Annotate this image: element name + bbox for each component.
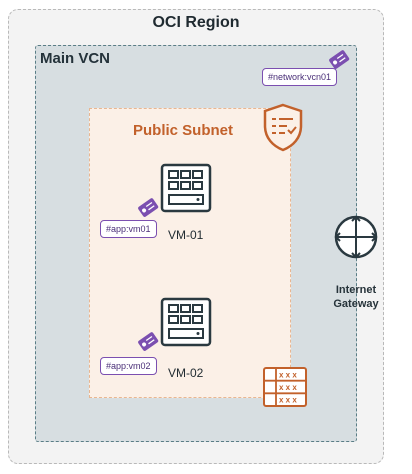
vm-02-compute-icon (160, 297, 212, 347)
public-subnet-container (89, 108, 291, 398)
svg-text:x x x: x x x (279, 383, 297, 392)
svg-text:x x x: x x x (279, 371, 297, 380)
vm-02-label: VM-02 (168, 366, 204, 380)
svg-text:x x x: x x x (279, 396, 297, 405)
vcn-title: Main VCN (40, 50, 111, 67)
vm-01-tag-icon (138, 198, 159, 217)
subnet-title: Public Subnet (133, 122, 234, 139)
gateway-label-line1: Internet (335, 284, 377, 296)
region-title: OCI Region (152, 14, 240, 31)
vm-02-tag-label: #app:vm02 (100, 357, 157, 375)
gateway-label-line2: Gateway (333, 298, 379, 310)
vcn-tag-label: #network:vcn01 (262, 68, 338, 86)
vcn-tag-icon (329, 50, 350, 69)
internet-gateway-icon (334, 215, 378, 259)
vm-01-tag-label: #app:vm01 (100, 220, 157, 238)
internet-gateway-label: Internet Gateway (323, 283, 389, 311)
route-table-icon: x x x x x x x x x (263, 367, 307, 407)
vm-01-label: VM-01 (168, 228, 204, 242)
shield-checklist-icon (263, 103, 303, 152)
vm-02-tag-icon (138, 332, 159, 351)
vm-01-compute-icon (160, 163, 212, 213)
